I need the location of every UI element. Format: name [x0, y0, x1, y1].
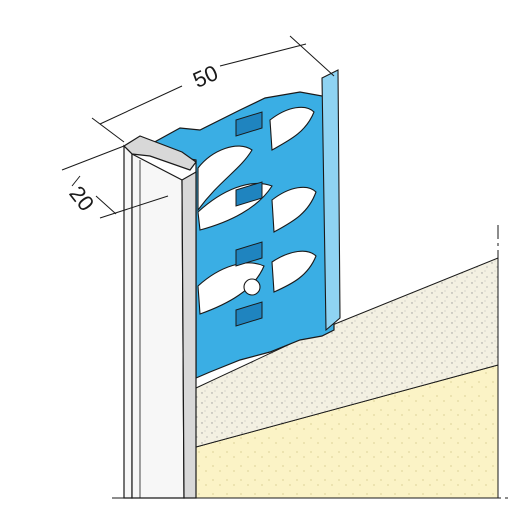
bead-profile	[123, 135, 197, 499]
mesh-strands	[235, 111, 263, 327]
mesh-opening	[271, 186, 317, 233]
profile-return	[181, 170, 197, 499]
mesh-rib	[321, 69, 341, 332]
dimension-depth	[61, 145, 169, 219]
mesh-panel	[138, 89, 335, 379]
profile-front-face	[123, 144, 133, 499]
wall-layers	[112, 225, 508, 499]
mesh-opening	[269, 106, 315, 151]
mesh-flange	[138, 69, 341, 379]
mesh-opening	[197, 262, 265, 315]
mesh-opening	[197, 145, 253, 212]
mesh-hole	[243, 278, 261, 296]
mesh-opening	[271, 250, 317, 293]
depth-dimension-label: 20	[64, 181, 99, 216]
profile-top	[123, 135, 197, 171]
dimension-width	[91, 35, 335, 143]
width-dimension-label: 50	[189, 60, 222, 93]
